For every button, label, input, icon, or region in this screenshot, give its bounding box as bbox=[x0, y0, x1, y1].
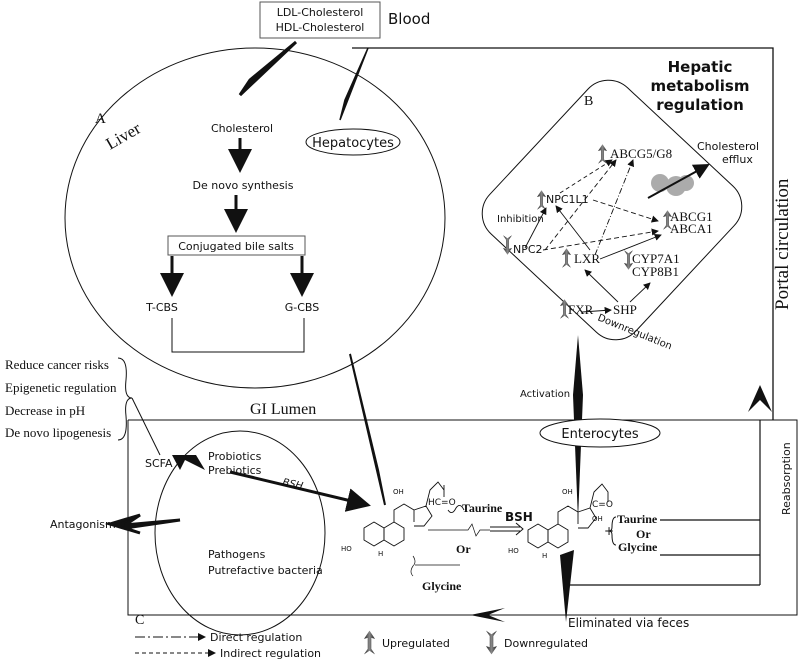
lxr-label: LXR bbox=[574, 251, 600, 266]
ho-label-1: HO bbox=[341, 545, 352, 553]
h-label-1: H bbox=[378, 550, 383, 558]
flow-arrow bbox=[470, 608, 505, 622]
upregulated-label: Upregulated bbox=[382, 637, 450, 650]
taurine-label-2: Taurine bbox=[617, 512, 658, 526]
oh-label-2: OH bbox=[562, 488, 573, 496]
hdl-label: HDL-Cholesterol bbox=[276, 21, 365, 34]
antagonism-arrow bbox=[104, 513, 181, 535]
downregulation-label: Downregulation bbox=[596, 313, 673, 353]
effect-3: Decrease in pH bbox=[5, 403, 85, 418]
portal-label: Portal circulation bbox=[772, 178, 793, 310]
svg-text:Hepatic: Hepatic bbox=[668, 58, 733, 76]
oh-label-1: OH bbox=[393, 488, 404, 496]
activation-label: Activation bbox=[520, 389, 570, 400]
liver-label: Liver bbox=[103, 118, 145, 153]
enterocytes-label: Enterocytes bbox=[561, 427, 638, 442]
conjugated-bile-acid-structure bbox=[363, 481, 465, 547]
npc1l1-up-icon bbox=[537, 190, 546, 210]
cyp8b1-label: CYP8B1 bbox=[632, 264, 679, 279]
eliminated-label: Eliminated via feces bbox=[568, 616, 689, 630]
effects-brace bbox=[117, 357, 133, 441]
regulation-arrows bbox=[524, 159, 662, 315]
blood-arrow-1 bbox=[238, 40, 298, 97]
conjugated-label: Conjugated bile salts bbox=[178, 240, 294, 253]
indirect-label: Indirect regulation bbox=[220, 647, 321, 660]
putrefactive-label: Putrefactive bacteria bbox=[208, 564, 323, 577]
lxr-up-icon bbox=[562, 248, 571, 268]
downregulated-icon bbox=[486, 630, 497, 655]
hepatic-regulation-panel bbox=[481, 79, 743, 341]
panel-a: A bbox=[95, 111, 106, 127]
co-label: C=O bbox=[592, 500, 613, 510]
npc1l1-label: NPC1L1 bbox=[546, 193, 589, 206]
oh-label-3: OH bbox=[592, 515, 603, 523]
bsh-arrow bbox=[229, 470, 371, 512]
blood-label: Blood bbox=[388, 10, 430, 28]
cholesterol-label: Cholesterol bbox=[211, 122, 273, 135]
scfa-label: SCFA bbox=[145, 457, 173, 470]
npc2-label: NPC2 bbox=[513, 243, 543, 256]
scfa-arrow bbox=[172, 455, 205, 470]
blood-arrow-2 bbox=[339, 47, 369, 121]
h-label-2: H bbox=[542, 552, 547, 560]
fxr-label: FXR bbox=[568, 302, 594, 317]
svg-text:regulation: regulation bbox=[656, 96, 744, 114]
prebiotics-label: Prebiotics bbox=[208, 464, 262, 477]
pathogens-label: Pathogens bbox=[208, 548, 266, 561]
svg-text:metabolism: metabolism bbox=[651, 77, 750, 95]
abca1-label: ABCA1 bbox=[670, 221, 713, 236]
ldl-label: LDL-Cholesterol bbox=[277, 6, 364, 19]
hepatocytes-ellipse bbox=[305, 128, 401, 156]
microbiota-oval bbox=[154, 430, 326, 636]
shp-label: SHP bbox=[613, 302, 637, 317]
effect-2: Epigenetic regulation bbox=[5, 380, 117, 395]
antagonism-label: Antagonism bbox=[50, 518, 116, 531]
efflux-label-1: Cholesterol bbox=[697, 140, 759, 153]
hepatocytes-label: Hepatocytes bbox=[312, 136, 394, 151]
efflux-label-2: efflux bbox=[722, 153, 753, 166]
reabsorption-arrow bbox=[748, 385, 772, 412]
hepatic-title: Hepatic metabolism regulation bbox=[651, 58, 750, 114]
portal-line bbox=[352, 47, 774, 420]
effect-4: De novo lipogenesis bbox=[5, 425, 111, 440]
bsh-reaction-arrow bbox=[490, 522, 524, 536]
glycine-label-1: Glycine bbox=[422, 579, 462, 593]
reabsorption-label: Reabsorption bbox=[780, 442, 793, 515]
cholesterol-particles-icon bbox=[651, 174, 694, 196]
abcg5-up-icon bbox=[598, 144, 607, 164]
cyp7a1-label: CYP7A1 bbox=[632, 251, 680, 266]
gcbs-label: G-CBS bbox=[285, 301, 320, 314]
bile-to-lumen-arrow bbox=[349, 353, 386, 506]
de-novo-label: De novo synthesis bbox=[193, 179, 294, 192]
enterocytes-ellipse bbox=[539, 418, 661, 448]
inhibition-label: Inhibition bbox=[497, 214, 544, 225]
downregulated-label: Downregulated bbox=[504, 637, 588, 650]
gi-lumen-label: GI Lumen bbox=[250, 401, 316, 418]
taurine-label-1: Taurine bbox=[462, 501, 503, 515]
ho-label-2: HO bbox=[508, 547, 519, 555]
tcbs-label: T-CBS bbox=[145, 301, 178, 314]
probiotics-label: Probiotics bbox=[208, 450, 262, 463]
liver-ellipse bbox=[64, 47, 446, 389]
blood-box: LDL-Cholesterol HDL-Cholesterol bbox=[259, 1, 381, 39]
abcg1-label: ABCG1 bbox=[670, 209, 713, 224]
panel-c: C bbox=[135, 613, 144, 628]
upregulated-icon bbox=[364, 630, 375, 655]
bsh-label-1: BSH bbox=[281, 477, 304, 492]
hco-label: HC=O bbox=[428, 498, 456, 508]
abcg5-label: ABCG5/G8 bbox=[610, 146, 672, 161]
effect-1: Reduce cancer risks bbox=[5, 357, 109, 372]
feces-arrow bbox=[560, 550, 574, 622]
panel-b: B bbox=[584, 94, 593, 109]
or-label-1: Or bbox=[456, 542, 471, 556]
glycine-label-2: Glycine bbox=[618, 540, 658, 554]
direct-label: Direct regulation bbox=[210, 631, 302, 644]
or-label-2: Or bbox=[636, 527, 651, 541]
free-bile-acid-structure bbox=[527, 483, 609, 549]
bsh-label-2: BSH bbox=[505, 510, 533, 524]
conjugated-box bbox=[167, 235, 306, 256]
